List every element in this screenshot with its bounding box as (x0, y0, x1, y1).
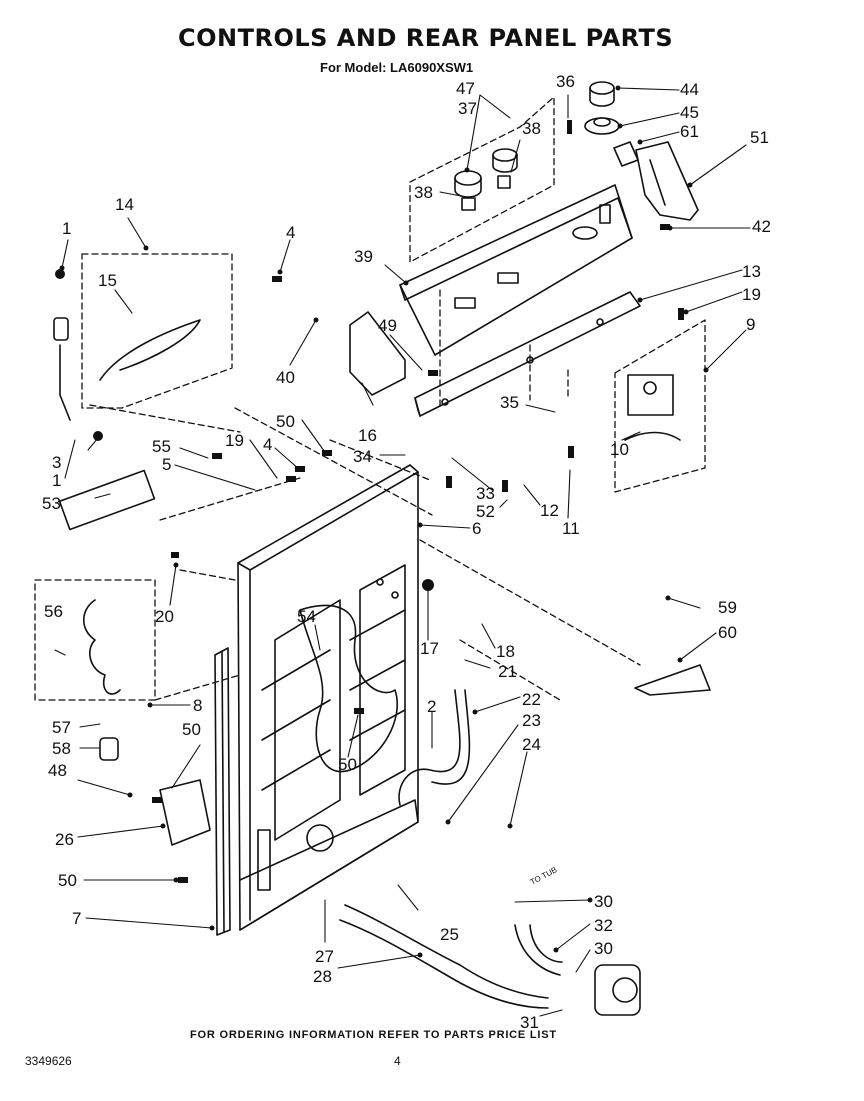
knob-kit-box (409, 96, 555, 263)
callout: 59 (718, 598, 737, 617)
callout: 21 (498, 662, 517, 681)
support-bracket (634, 664, 711, 696)
tub-hose (514, 924, 561, 976)
power-cord-kit-box (81, 253, 233, 409)
water-valve (594, 964, 641, 1016)
callout: 44 (680, 80, 699, 99)
callout: 36 (556, 72, 575, 91)
callout: 1 (62, 219, 71, 238)
callout: 15 (98, 271, 117, 290)
callout: 28 (313, 967, 332, 986)
callout: 51 (750, 128, 769, 147)
callout: 38 (414, 183, 433, 202)
callout: 55 (152, 437, 171, 456)
callout: 50 (276, 412, 295, 431)
control-rail (414, 291, 641, 417)
knob-parts (454, 81, 639, 211)
callout: 14 (115, 195, 134, 214)
timer (624, 374, 681, 441)
callout: 27 (315, 947, 334, 966)
callout: 33 (476, 484, 495, 503)
callout: 47 (456, 79, 475, 98)
drain-connector (99, 737, 119, 761)
callout: 31 (520, 1013, 539, 1032)
callout: 8 (193, 696, 202, 715)
callout: 56 (44, 602, 63, 621)
model-subtitle: For Model: LA6090XSW1 (320, 60, 474, 75)
callout: 52 (476, 502, 495, 521)
callout: 30 (594, 892, 613, 911)
callout: 22 (522, 690, 541, 709)
switch-bracket (635, 141, 699, 221)
callout: 18 (496, 642, 515, 661)
callout: 6 (472, 519, 481, 538)
wiring-harness (299, 604, 398, 773)
screws (55, 120, 684, 883)
callout: 12 (540, 501, 559, 520)
callout: 53 (42, 494, 61, 513)
drain-hose-coil (82, 599, 121, 695)
callout: 57 (52, 718, 71, 737)
end-cap (349, 311, 406, 396)
document-number: 3349626 (25, 1054, 72, 1068)
callout: 58 (52, 739, 71, 758)
mounting-bracket (58, 469, 156, 531)
callout: 37 (458, 99, 477, 118)
callout: 11 (562, 519, 580, 538)
callout: 45 (680, 103, 699, 122)
callout: 42 (752, 217, 771, 236)
callout: 54 (297, 607, 316, 626)
callout: 61 (680, 122, 699, 141)
callout: 34 (353, 447, 372, 466)
drain-hose (398, 689, 461, 806)
callout: 3 (52, 453, 61, 472)
callout: 4 (286, 223, 295, 242)
to-tub-label: TO TUB (529, 865, 559, 887)
callout: 39 (354, 247, 373, 266)
callout: 9 (746, 315, 755, 334)
callout-labels: 1 1 2 3 4 4 5 6 7 8 9 10 11 12 13 14 15 … (42, 72, 771, 1032)
strain-relief (53, 317, 69, 341)
callout: 48 (48, 761, 67, 780)
callout: 38 (522, 119, 541, 138)
callout: 35 (500, 393, 519, 412)
callout: 17 (420, 639, 439, 658)
callout: 30 (594, 939, 613, 958)
callout: 5 (162, 455, 171, 474)
callout: 19 (742, 285, 761, 304)
callout: 19 (225, 431, 244, 450)
callout: 25 (440, 925, 459, 944)
callout: 2 (427, 697, 436, 716)
callout: 13 (742, 262, 761, 281)
console-panel (399, 184, 633, 356)
callout: 24 (522, 735, 541, 754)
access-cover (159, 779, 211, 846)
callout: 60 (718, 623, 737, 642)
callout: 4 (263, 435, 272, 454)
page-number: 4 (394, 1054, 401, 1068)
callout: 23 (522, 711, 541, 730)
callout: 32 (594, 916, 613, 935)
page-title: CONTROLS AND REAR PANEL PARTS (178, 24, 674, 52)
callout: 50 (58, 871, 77, 890)
timer-kit-box (614, 319, 706, 493)
callout: 7 (72, 909, 81, 928)
fill-hose (344, 904, 549, 999)
callout: 16 (358, 426, 377, 445)
callout: 1 (52, 471, 61, 490)
callout: 26 (55, 830, 74, 849)
callout: 40 (276, 368, 295, 387)
rear-panel (237, 464, 419, 931)
callout: 50 (182, 720, 201, 739)
callout: 49 (378, 316, 397, 335)
callout: 50 (338, 755, 357, 774)
power-cord (99, 319, 201, 381)
callout: 10 (610, 440, 629, 459)
ordering-note: FOR ORDERING INFORMATION REFER TO PARTS … (190, 1029, 557, 1041)
side-rail (214, 647, 231, 936)
callout: 20 (155, 607, 174, 626)
